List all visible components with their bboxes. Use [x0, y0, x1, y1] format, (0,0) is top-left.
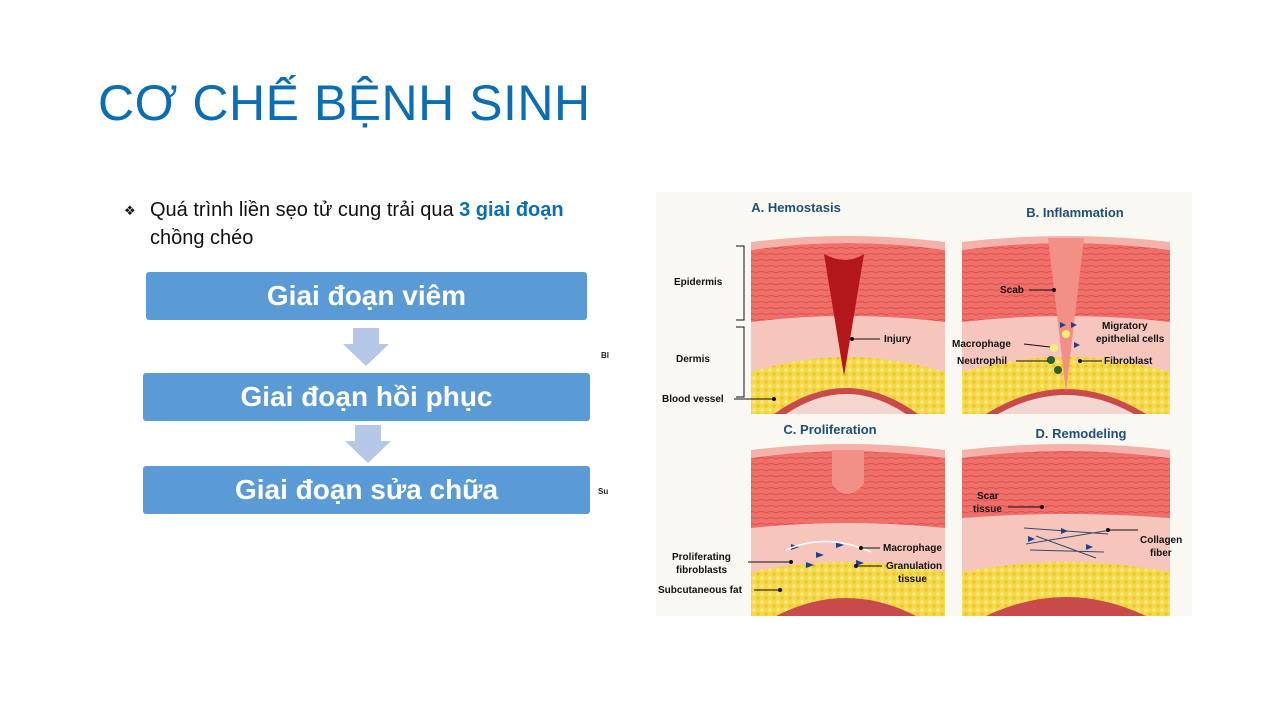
panel-title: B. Inflammation — [1026, 205, 1124, 220]
label-scar-tissue: tissue — [973, 504, 1002, 515]
bullet-text-part: Quá trình liền sẹo tử cung trải qua — [150, 199, 460, 221]
panel-title: C. Proliferation — [783, 422, 876, 437]
panel-hemostasis: A. Hemostasis Injury Epidermis Dermis Bl… — [662, 200, 945, 414]
label-granulation: Granulation — [886, 561, 942, 572]
stage-box-recovery: Giai đoạn hồi phục — [143, 373, 590, 421]
panel-title: A. Hemostasis — [751, 200, 841, 215]
cropped-label-fragment: Bl — [601, 351, 609, 360]
panel-inflammation: B. Inflammation Scab Macrophage Neutroph… — [952, 205, 1170, 414]
label-collagen: Collagen — [1140, 535, 1182, 546]
label-subcutaneous-fat: Subcutaneous fat — [658, 585, 743, 596]
label-proliferating: Proliferating — [672, 552, 731, 563]
panel-title: D. Remodeling — [1035, 426, 1126, 441]
slide-title: CƠ CHẾ BỆNH SINH — [98, 75, 591, 131]
label-scar: Scar — [977, 491, 999, 502]
label-injury: Injury — [884, 334, 912, 345]
label-fibroblast: Fibroblast — [1104, 356, 1153, 367]
label-migratory: Migratory — [1102, 321, 1148, 332]
label-macrophage: Macrophage — [883, 543, 942, 554]
bullet-highlight: 3 giai đoạn — [459, 199, 564, 221]
stage-box-inflammation: Giai đoạn viêm — [146, 272, 587, 320]
label-blood-vessel: Blood vessel — [662, 394, 724, 405]
down-arrow-icon — [343, 328, 389, 366]
label-neutrophil: Neutrophil — [957, 356, 1007, 367]
label-macrophage: Macrophage — [952, 339, 1011, 350]
label-dermis: Dermis — [676, 354, 710, 365]
cropped-label-fragment: Su — [598, 487, 609, 496]
bullet-text-part: chồng chéo — [150, 227, 254, 249]
panel-remodeling: D. Remodeling Scar tissue Collagen fiber — [962, 426, 1182, 616]
label-fiber: fiber — [1150, 548, 1172, 559]
panel-proliferation: C. Proliferation Proliferating fibroblas… — [658, 422, 945, 616]
intro-bullet: ❖ Quá trình liền sẹo tử cung trải qua 3 … — [124, 196, 614, 252]
stage-box-repair: Giai đoạn sửa chữa — [143, 466, 590, 514]
diamond-bullet-icon: ❖ — [124, 203, 136, 218]
label-scab: Scab — [1000, 285, 1024, 296]
label-tissue: tissue — [898, 574, 927, 585]
label-epidermis: Epidermis — [674, 277, 723, 288]
bullet-text: Quá trình liền sẹo tử cung trải qua 3 gi… — [150, 196, 614, 252]
down-arrow-icon — [345, 425, 391, 463]
label-fibroblasts: fibroblasts — [676, 565, 728, 576]
wound-healing-figure: A. Hemostasis Injury Epidermis Dermis Bl… — [656, 192, 1192, 616]
label-epithelial-cells: epithelial cells — [1096, 334, 1165, 345]
